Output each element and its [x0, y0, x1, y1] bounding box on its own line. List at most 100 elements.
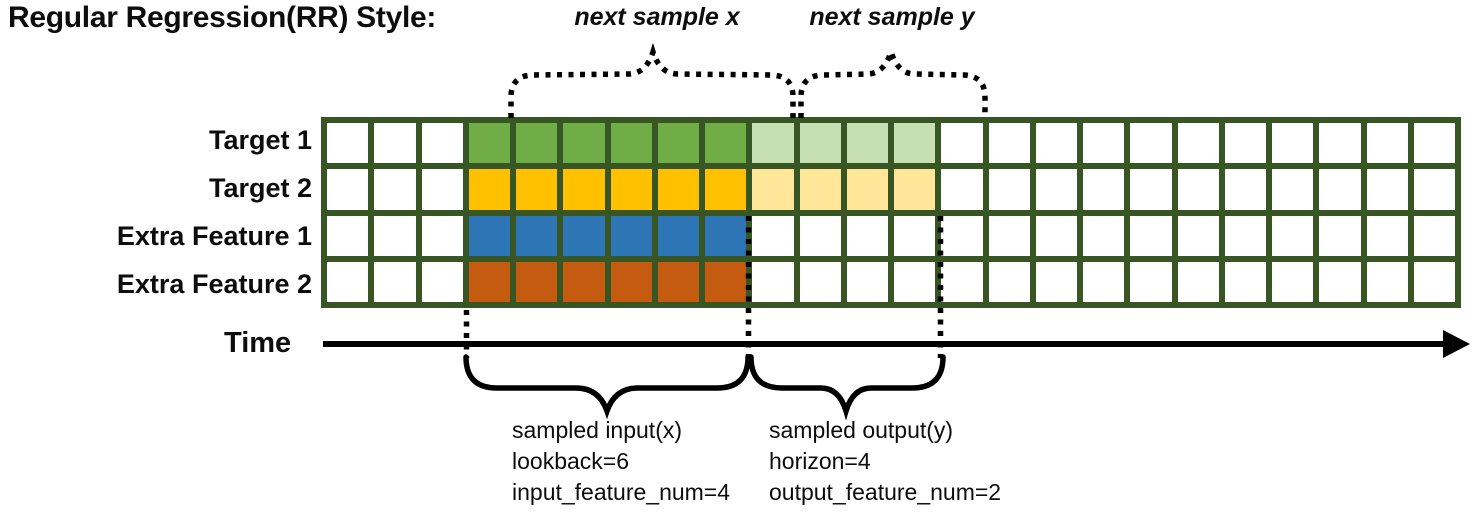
grid-cell [563, 261, 605, 302]
grid-cell [705, 261, 747, 302]
grid-cell [1224, 123, 1266, 164]
grid-cell [846, 169, 888, 210]
grid-cell [327, 169, 369, 210]
grid-cell [468, 215, 510, 256]
grid-cell [327, 123, 369, 164]
grid-cell [799, 169, 841, 210]
grid-cell [1319, 123, 1361, 164]
grid-cell [846, 215, 888, 256]
grid-cell [1272, 123, 1314, 164]
grid-cell [1319, 261, 1361, 302]
grid-cell [941, 215, 983, 256]
grid-cell [705, 215, 747, 256]
grid-cell [1366, 261, 1408, 302]
grid-cell [1035, 123, 1077, 164]
grid-cell [516, 123, 558, 164]
grid-cell [374, 215, 416, 256]
grid-cell [988, 123, 1030, 164]
grid-cell [374, 123, 416, 164]
grid-cell [1177, 261, 1219, 302]
grid-cell [846, 261, 888, 302]
grid-cell [752, 169, 794, 210]
grid-cell [846, 123, 888, 164]
grid-cell [516, 215, 558, 256]
grid-cell [327, 261, 369, 302]
grid-cell [1319, 169, 1361, 210]
grid-cell [1272, 169, 1314, 210]
grid-cell [1366, 215, 1408, 256]
sampled-input-brace [463, 354, 751, 420]
grid-cell [421, 215, 463, 256]
grid-cell [1224, 261, 1266, 302]
grid-cell [1177, 169, 1219, 210]
grid-cell [1035, 215, 1077, 256]
grid-cell [941, 169, 983, 210]
grid-cell [988, 169, 1030, 210]
next-sample-y-brace [798, 42, 988, 118]
grid-cell [1366, 123, 1408, 164]
grid-cell [421, 169, 463, 210]
grid-cell [421, 261, 463, 302]
grid-cell [468, 261, 510, 302]
grid-cell [752, 261, 794, 302]
grid-cell [752, 123, 794, 164]
output-feature-num-note: output_feature_num=2 [769, 479, 1002, 505]
grid-cell [374, 169, 416, 210]
grid-cell [516, 169, 558, 210]
grid-cell [374, 261, 416, 302]
grid-cell [1083, 261, 1125, 302]
grid-cell [657, 215, 699, 256]
grid-cell [1083, 169, 1125, 210]
grid-cell [1224, 215, 1266, 256]
grid-cell [894, 215, 936, 256]
lookback-note: lookback=6 [512, 448, 629, 474]
grid-cell [1413, 261, 1455, 302]
sampled-output-brace [748, 354, 946, 421]
grid-cell [1035, 169, 1077, 210]
grid-cell [563, 215, 605, 256]
grid-cell [1035, 261, 1077, 302]
grid-cell [1413, 169, 1455, 210]
sampled-input-title: sampled input(x) [512, 417, 683, 443]
grid-cell [610, 123, 652, 164]
grid-cell [705, 123, 747, 164]
next-sample-x-brace [508, 42, 796, 118]
diagram-title: Regular Regression(RR) Style: [8, 1, 437, 34]
next-sample-x-label: next sample x [574, 3, 740, 31]
grid-cell [1083, 215, 1125, 256]
row-label: Extra Feature 2 [116, 268, 312, 299]
grid-cell [1130, 261, 1172, 302]
grid-cell [941, 123, 983, 164]
grid-cell [988, 261, 1030, 302]
grid-cell [894, 169, 936, 210]
row-label: Target 2 [208, 173, 312, 204]
grid-cell [563, 169, 605, 210]
grid-cell [421, 123, 463, 164]
grid-cell [1366, 169, 1408, 210]
grid-cell [610, 261, 652, 302]
grid-cell [1413, 215, 1455, 256]
horizon-note: horizon=4 [769, 448, 871, 474]
grid-cell [799, 215, 841, 256]
grid-cell [1413, 123, 1455, 164]
grid-cell [1272, 261, 1314, 302]
grid-cell [1130, 123, 1172, 164]
grid-cell [1130, 169, 1172, 210]
grid-cell [468, 123, 510, 164]
sampled-output-title: sampled output(y) [769, 417, 954, 443]
next-sample-y-label: next sample y [809, 3, 975, 31]
grid-cell [1177, 215, 1219, 256]
grid-cell [894, 261, 936, 302]
grid-cell [1319, 215, 1361, 256]
grid-cell [1130, 215, 1172, 256]
input-feature-num-note: input_feature_num=4 [512, 479, 731, 505]
grid [321, 117, 1461, 308]
grid-cell [941, 261, 983, 302]
grid-cell [1272, 215, 1314, 256]
grid-cell [988, 215, 1030, 256]
grid-cell [657, 169, 699, 210]
grid-cell [657, 123, 699, 164]
grid-cell [1083, 123, 1125, 164]
